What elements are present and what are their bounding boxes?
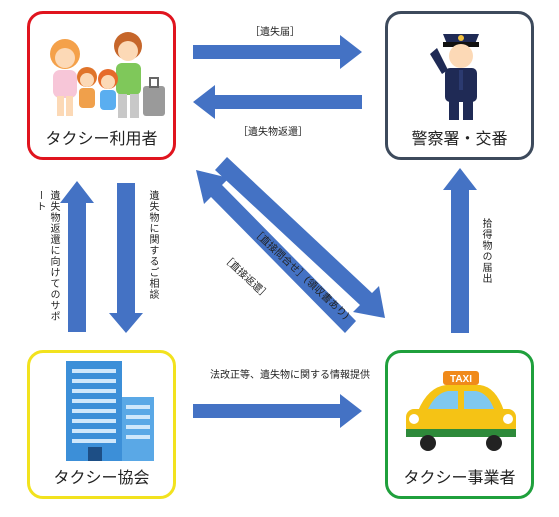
node-police: 警察署・交番 xyxy=(385,11,534,160)
label-return-from-police: ［遺失物返還］ xyxy=(238,127,308,138)
label-info: 法改正等、遺失物に関する情報提供 xyxy=(210,368,370,383)
label-report: ［遺失届］ xyxy=(250,27,300,38)
label-info-text: 法改正等、遺失物に関する情報提供 xyxy=(210,370,370,381)
arrow-user-to-operator xyxy=(215,157,385,318)
label-support: 遺失物返還に向けてのサポート xyxy=(34,190,59,322)
arrow-association-to-user xyxy=(60,181,94,332)
node-label-taxi-user: タクシー利用者 xyxy=(45,129,158,148)
node-label-taxi-association: タクシー協会 xyxy=(53,468,150,487)
node-taxi-association: タクシー協会 xyxy=(27,350,176,499)
node-taxi-user: タクシー利用者 xyxy=(27,11,176,160)
arrow-operator-to-police xyxy=(443,168,477,333)
label-found-report: 拾得物の届出 xyxy=(480,218,491,284)
office-building-illustration xyxy=(66,361,154,461)
arrow-operator-to-user xyxy=(196,170,356,333)
arrow-police-to-user xyxy=(193,85,362,119)
taxi-sign-text: TAXI xyxy=(450,374,472,385)
taxi-car-illustration: TAXI xyxy=(406,371,516,451)
arrow-user-to-police xyxy=(193,35,362,69)
node-label-police: 警察署・交番 xyxy=(411,129,508,148)
family-illustration xyxy=(50,32,165,118)
arrow-association-to-operator xyxy=(193,394,362,428)
label-consult: 遺失物に関するご相談 xyxy=(147,190,158,300)
node-taxi-operator: TAXI タクシー事業者 xyxy=(385,350,534,499)
police-officer-illustration xyxy=(430,34,479,120)
node-label-taxi-operator: タクシー事業者 xyxy=(403,468,516,487)
arrow-user-to-association xyxy=(109,183,143,333)
